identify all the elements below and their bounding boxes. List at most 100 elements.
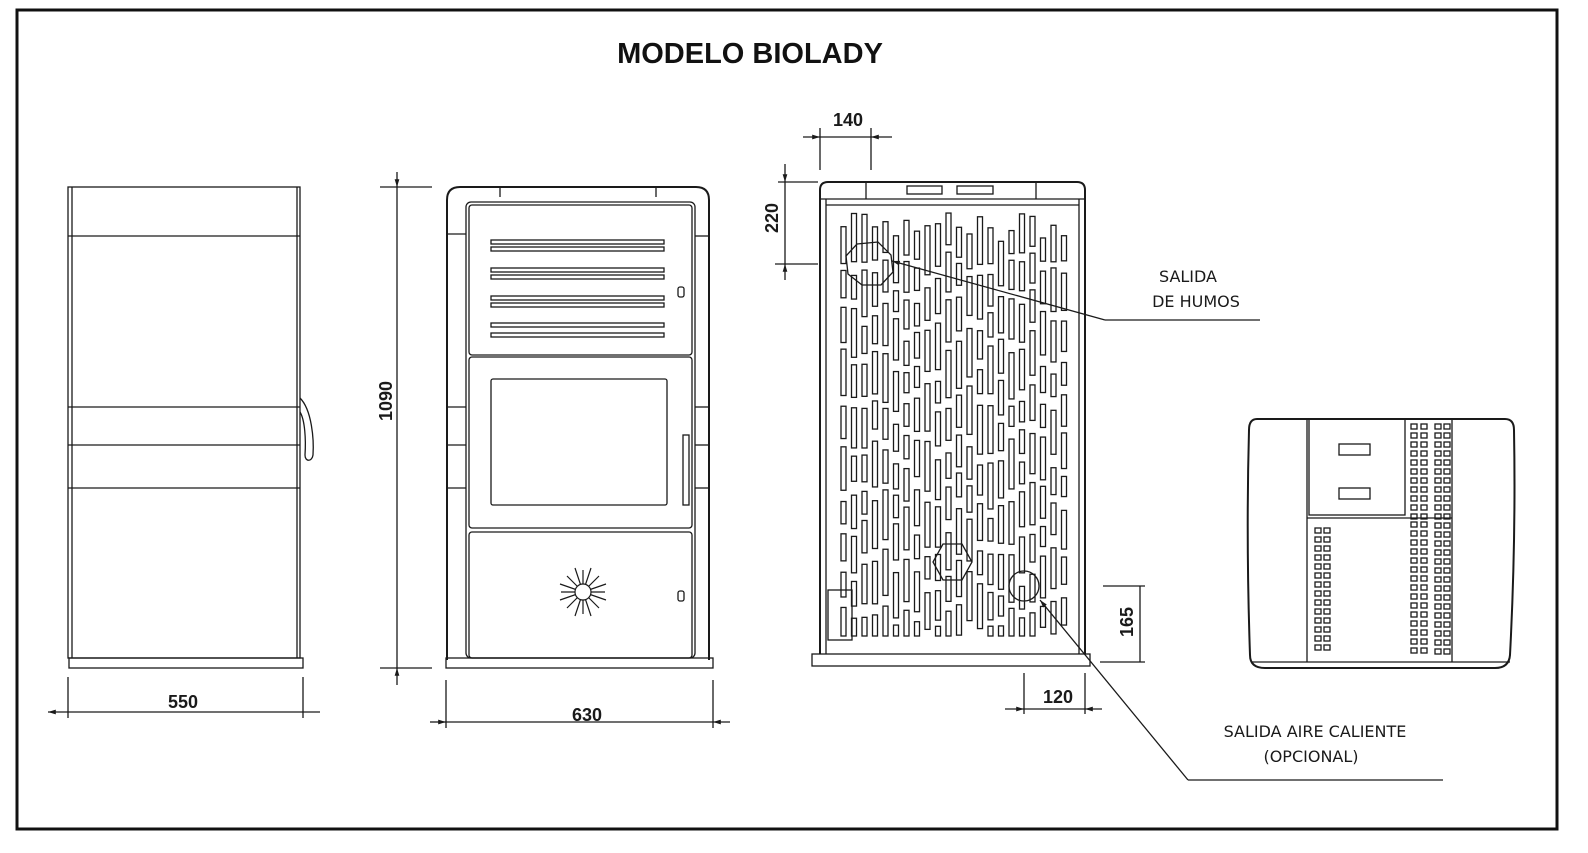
dim-label-140: 140 xyxy=(833,110,863,130)
decor-mark xyxy=(1420,441,1428,448)
decor-mark xyxy=(1323,527,1331,534)
vent-slot xyxy=(913,331,921,359)
decor-mark xyxy=(1443,549,1451,556)
hot-air-label-1: SALIDA AIRE CALIENTE xyxy=(1224,722,1407,741)
decor-mark xyxy=(1420,647,1428,654)
vent-slot xyxy=(934,380,942,404)
decor-mark xyxy=(1443,558,1451,565)
vent-slot xyxy=(934,411,942,447)
vent-slot xyxy=(976,274,984,320)
vent-slot xyxy=(882,548,889,597)
decor-mark xyxy=(1443,630,1451,637)
vent-slot xyxy=(913,302,921,327)
vent-slot xyxy=(1039,605,1047,628)
decor-mark xyxy=(1443,486,1451,493)
vent-slot xyxy=(903,219,910,256)
decor-mark xyxy=(1434,558,1442,565)
vent-slot xyxy=(1008,438,1015,490)
decor-mark xyxy=(1420,486,1428,493)
vent-slot xyxy=(997,240,1005,287)
decor-mark xyxy=(1410,638,1418,645)
decor-mark xyxy=(1443,441,1451,448)
vent-slot xyxy=(840,606,847,637)
vent-slot xyxy=(966,233,973,270)
vent-slot xyxy=(976,503,984,542)
lower-panel xyxy=(468,531,693,659)
vent-slot xyxy=(1018,429,1026,455)
vent-slot xyxy=(966,327,973,378)
vent-slot xyxy=(850,617,858,637)
decor-mark xyxy=(1410,477,1418,484)
decor-mark xyxy=(1420,459,1428,466)
decor-mark xyxy=(1323,545,1331,552)
decor-mark xyxy=(1314,617,1322,624)
vent-slot xyxy=(924,383,931,432)
decor-mark xyxy=(1443,540,1451,547)
decor-mark xyxy=(1314,536,1322,543)
vent-slot xyxy=(882,407,889,440)
vent-slot xyxy=(871,400,879,430)
vent-slot xyxy=(913,230,921,260)
vent-slot xyxy=(924,440,931,492)
vent-slot xyxy=(913,621,921,637)
decor-mark xyxy=(1420,495,1428,502)
vent-slot xyxy=(913,267,921,292)
vent-slot xyxy=(903,299,910,330)
drawing-title: MODELO BIOLADY xyxy=(617,38,883,70)
vent-slot xyxy=(871,440,879,488)
decor-mark xyxy=(1410,539,1418,546)
vent-slot xyxy=(987,625,994,637)
decor-mark xyxy=(1443,576,1451,583)
vent-slot xyxy=(966,485,973,513)
vent-slot xyxy=(1008,352,1015,400)
decor-mark xyxy=(1420,468,1428,475)
vent-slot xyxy=(1060,432,1068,470)
vent-slot xyxy=(913,571,921,613)
vent-slot xyxy=(892,463,900,490)
hot-air-hole-hex xyxy=(932,543,973,581)
dim-label-120: 120 xyxy=(1043,687,1073,707)
decor-mark xyxy=(1434,459,1442,466)
vent-slot xyxy=(913,397,921,433)
dim-1090: 1090 xyxy=(376,172,432,685)
decor-mark xyxy=(1410,584,1418,591)
vent-slot xyxy=(903,506,910,551)
drawing-frame xyxy=(15,8,1559,831)
decor-mark xyxy=(1434,648,1442,655)
top-decoration xyxy=(1314,423,1451,655)
front-view xyxy=(445,186,714,669)
decor-mark xyxy=(1420,530,1428,537)
hot-air-outlet-hole xyxy=(1008,570,1040,602)
decor-mark xyxy=(1443,432,1451,439)
decor-mark xyxy=(1443,513,1451,520)
decor-mark xyxy=(1443,639,1451,646)
dim-550: 550 xyxy=(48,677,320,718)
decor-mark xyxy=(1323,608,1331,615)
decor-mark xyxy=(1434,432,1442,439)
decor-mark xyxy=(1323,581,1331,588)
decor-mark xyxy=(1420,432,1428,439)
vent-slot xyxy=(987,591,994,621)
decor-mark xyxy=(1434,531,1442,538)
vent-slot xyxy=(987,462,994,510)
vent-slot xyxy=(945,532,952,571)
vent-slot xyxy=(1029,481,1036,526)
vent-slot xyxy=(924,592,931,631)
decor-mark xyxy=(1434,477,1442,484)
vent-slot xyxy=(840,306,847,344)
decor-mark xyxy=(1314,608,1322,615)
vent-slot xyxy=(903,609,910,637)
decor-mark xyxy=(1443,621,1451,628)
vent-slot xyxy=(871,614,879,637)
dim-630: 630 xyxy=(430,680,730,728)
decor-mark xyxy=(1434,504,1442,511)
decor-mark xyxy=(1420,566,1428,573)
vent-slot xyxy=(1039,436,1047,481)
vent-slot xyxy=(892,235,900,284)
decor-mark xyxy=(1314,599,1322,606)
vent-slot xyxy=(850,455,858,482)
decor-mark xyxy=(1434,468,1442,475)
decor-mark xyxy=(1434,486,1442,493)
vent-slot xyxy=(1060,556,1068,585)
vent-slot xyxy=(1060,475,1068,498)
